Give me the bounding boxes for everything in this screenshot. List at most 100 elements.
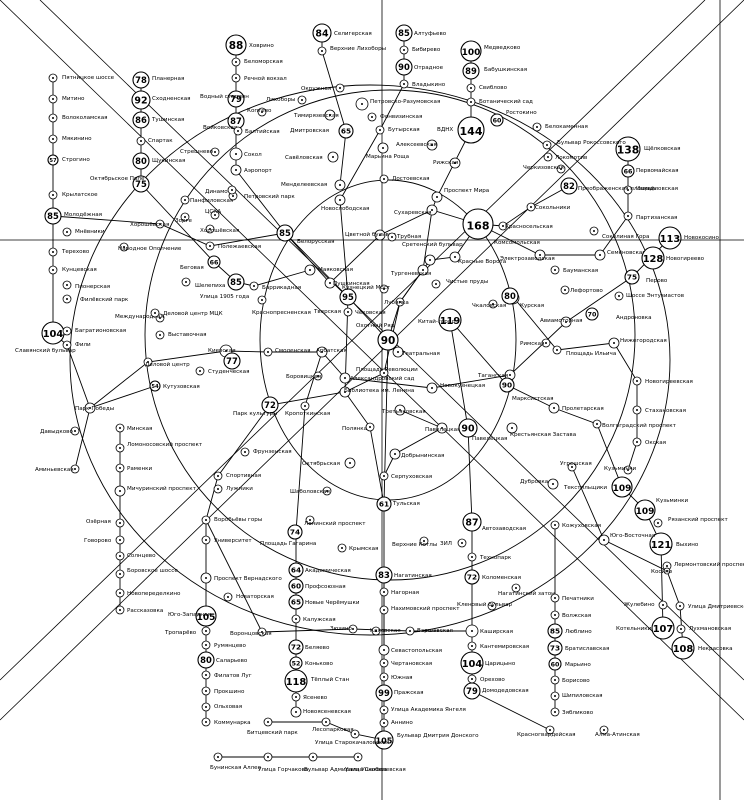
station-hub-marker[interactable] [634,499,656,521]
station[interactable]: Минская [115,423,152,433]
station[interactable]: Шипиловская [550,691,602,701]
station[interactable]: Полежаевская [205,241,261,251]
station[interactable]: Сокольники [526,202,571,212]
station[interactable]: Тропарёво [164,626,211,636]
station[interactable]: Бунинская Аллея [210,752,261,771]
station[interactable]: Чеховская [343,307,386,317]
station[interactable]: Белокаменная [532,122,588,132]
station[interactable]: Соколиная Гора [589,226,649,240]
station[interactable]: Черкизовская [523,164,566,174]
station-hub-marker[interactable] [288,578,304,594]
station[interactable]: Новогиреевская [632,376,693,386]
station[interactable]: Народное Ополчение [118,242,182,252]
station-hub-marker[interactable] [289,656,303,670]
station[interactable]: Хорошёвская [200,224,239,234]
station[interactable]: Проспект Мира [431,188,489,203]
station[interactable]: Волгоградский проспект [592,419,677,429]
station-hub-marker[interactable] [560,177,578,195]
station-hub-marker[interactable] [132,175,150,193]
station[interactable]: Цветной бульвар [345,229,396,241]
station-hub-marker[interactable] [288,594,304,610]
station[interactable]: Коммунарка [201,717,251,727]
station[interactable]: Третьяковская [381,404,426,416]
station-hub-marker[interactable] [460,40,482,62]
station[interactable]: Хорошёвская [130,219,169,229]
station[interactable]: Сретенский бульвар [402,241,463,266]
station-hub-marker[interactable] [227,273,245,291]
station[interactable]: Нахимовский проспект [379,605,460,615]
station[interactable]: Лермонтовский проспект [662,561,744,571]
station[interactable]: Лухмановская [676,624,731,634]
station[interactable]: Библиотека им. Ленина [339,386,414,398]
station[interactable]: Стрешнево [180,147,220,157]
station[interactable]: Петровско-Разумовская [355,97,440,111]
station[interactable]: Чертановская [379,658,432,668]
station[interactable]: Аэропорт [230,164,272,176]
station[interactable]: Измайловская [623,185,678,195]
station[interactable]: Крестьянская Застава [506,422,576,438]
station[interactable]: Стахановская [632,405,686,415]
station[interactable]: Зюзино [330,624,358,634]
station[interactable]: Окружная [301,83,345,93]
station[interactable]: Театральная [392,346,440,358]
station-hub-marker[interactable] [44,207,62,225]
station[interactable]: Юго-Восточная [598,533,655,546]
station[interactable]: Динамо [205,185,237,195]
station[interactable]: Лесопарковая [312,717,354,733]
station[interactable]: Кожуховская [550,520,601,530]
station[interactable]: 80 [501,287,519,305]
station[interactable]: Мякинино [48,134,92,144]
station[interactable]: Кузнецкий Мост [342,284,391,294]
station-hub-marker[interactable] [223,352,241,370]
station[interactable]: Кантемировская [467,641,529,651]
station[interactable]: Воронцовская [230,627,272,637]
station-hub-marker[interactable] [227,90,245,108]
station[interactable]: Новаторская [223,592,274,602]
station-hub-marker[interactable] [338,123,354,139]
station[interactable]: Октябрьская [302,457,356,469]
station-hub-marker[interactable] [585,307,599,321]
station-hub-marker[interactable] [651,616,675,640]
station[interactable]: Окская [632,437,666,447]
station[interactable]: Красногвардейская [517,725,576,738]
station[interactable]: Бауманская [550,265,598,275]
station[interactable]: Мичуринский проспект [114,485,197,497]
station[interactable]: Рассказовка [115,605,163,615]
station[interactable]: Ленинский проспект [304,515,366,527]
station[interactable]: Шелепиха [181,277,225,289]
station[interactable]: Павелецкая [425,422,460,434]
station[interactable]: Владыкино [399,79,446,89]
station[interactable]: Лихоборы [266,95,307,105]
station-hub-marker[interactable] [132,71,150,89]
station-hub-marker[interactable] [287,524,303,540]
station-hub-marker[interactable] [615,136,641,162]
station[interactable]: Спартак [136,136,173,146]
station-hub-marker[interactable] [624,269,640,285]
station[interactable]: Деловой центр [143,357,190,368]
station[interactable]: Фили [62,340,91,350]
station[interactable]: Печатники [550,593,594,603]
station-hub-marker[interactable] [463,682,481,700]
station[interactable]: Новослободская [321,194,369,212]
